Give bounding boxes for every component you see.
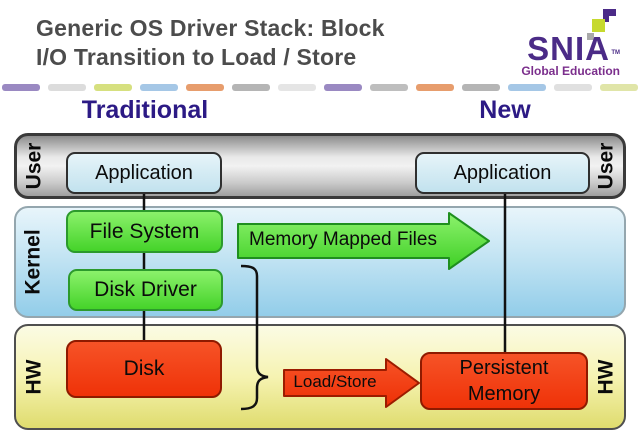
decor-dash [140,84,178,91]
snia-logo: SNIA TM Global Education [498,6,628,80]
decor-dash [600,84,638,91]
disk-box: Disk [66,340,222,398]
decor-dash [370,84,408,91]
user-label-right: User [594,142,618,190]
logo-green-square-icon [592,19,605,32]
decor-dash [462,84,500,91]
decor-dash [324,84,362,91]
kernel-label: Kernel [22,229,46,295]
slide-title-line1: Generic OS Driver Stack: Block [36,15,385,41]
decor-dash [232,84,270,91]
decor-dash [554,84,592,91]
hw-label-right: HW [594,359,617,395]
decor-dash [278,84,316,91]
logo-wordmark: SNIA [527,30,610,67]
decor-dash [508,84,546,91]
memory-mapped-files-label: Memory Mapped Files [249,229,437,250]
decor-dash [2,84,40,91]
logo-gray-square-icon [587,33,594,40]
application-box-new: Application [415,152,590,194]
logo-purple-square-notch [609,16,616,22]
decor-dash [94,84,132,91]
memory-mapped-files-arrow-icon [237,212,490,270]
decor-dash [48,84,86,91]
stack-grouping-brace [240,264,269,411]
disk-driver-box: Disk Driver [68,269,223,311]
application-box-traditional: Application [66,152,222,194]
persistent-memory-text: Persistent Memory [459,357,549,405]
file-system-box: File System [66,210,223,253]
load-store-arrow-icon [283,358,420,408]
slide-title: Generic OS Driver Stack: Block I/O Trans… [36,14,385,73]
persistent-memory-box: Persistent Memory [420,352,588,410]
load-store-label: Load/Store [293,372,377,391]
logo-trademark: TM [611,50,620,56]
decor-dash [186,84,224,91]
hw-label-left: HW [22,359,45,395]
user-label-left: User [22,142,46,190]
column-header-traditional: Traditional [81,96,209,124]
logo-subtitle: Global Education [521,64,620,78]
column-header-new: New [479,96,531,124]
decor-dash [416,84,454,91]
slide-title-line2: I/O Transition to Load / Store [36,44,357,71]
decor-dash-row [0,84,640,91]
